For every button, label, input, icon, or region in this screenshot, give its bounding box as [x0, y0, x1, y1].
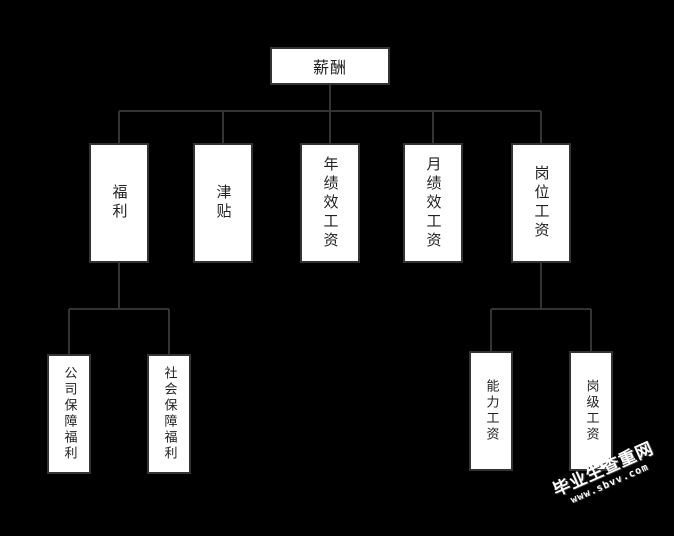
node-annual-performance-wage-label: 年绩效工资: [321, 155, 340, 251]
node-allowance: 津贴: [193, 143, 253, 263]
node-company-welfare-label: 公司保障福利: [61, 366, 77, 462]
node-annual-performance-wage: 年绩效工资: [300, 143, 360, 263]
node-social-welfare: 社会保障福利: [147, 354, 191, 474]
node-ability-wage-label: 能力工资: [483, 379, 499, 443]
root-node-salary: 薪酬: [270, 47, 390, 85]
node-grade-wage-label: 岗级工资: [583, 379, 599, 443]
node-company-welfare: 公司保障福利: [47, 354, 91, 474]
node-position-wage: 岗位工资: [511, 143, 571, 263]
node-allowance-label: 津贴: [214, 184, 233, 222]
node-position-wage-label: 岗位工资: [532, 165, 551, 241]
node-monthly-performance-wage: 月绩效工资: [403, 143, 463, 263]
node-grade-wage: 岗级工资: [569, 351, 613, 471]
node-monthly-performance-wage-label: 月绩效工资: [424, 155, 443, 251]
node-welfare-label: 福利: [110, 184, 129, 222]
root-node-label: 薪酬: [312, 58, 347, 77]
node-welfare: 福利: [89, 143, 149, 263]
node-ability-wage: 能力工资: [469, 351, 513, 471]
node-social-welfare-label: 社会保障福利: [161, 366, 177, 462]
